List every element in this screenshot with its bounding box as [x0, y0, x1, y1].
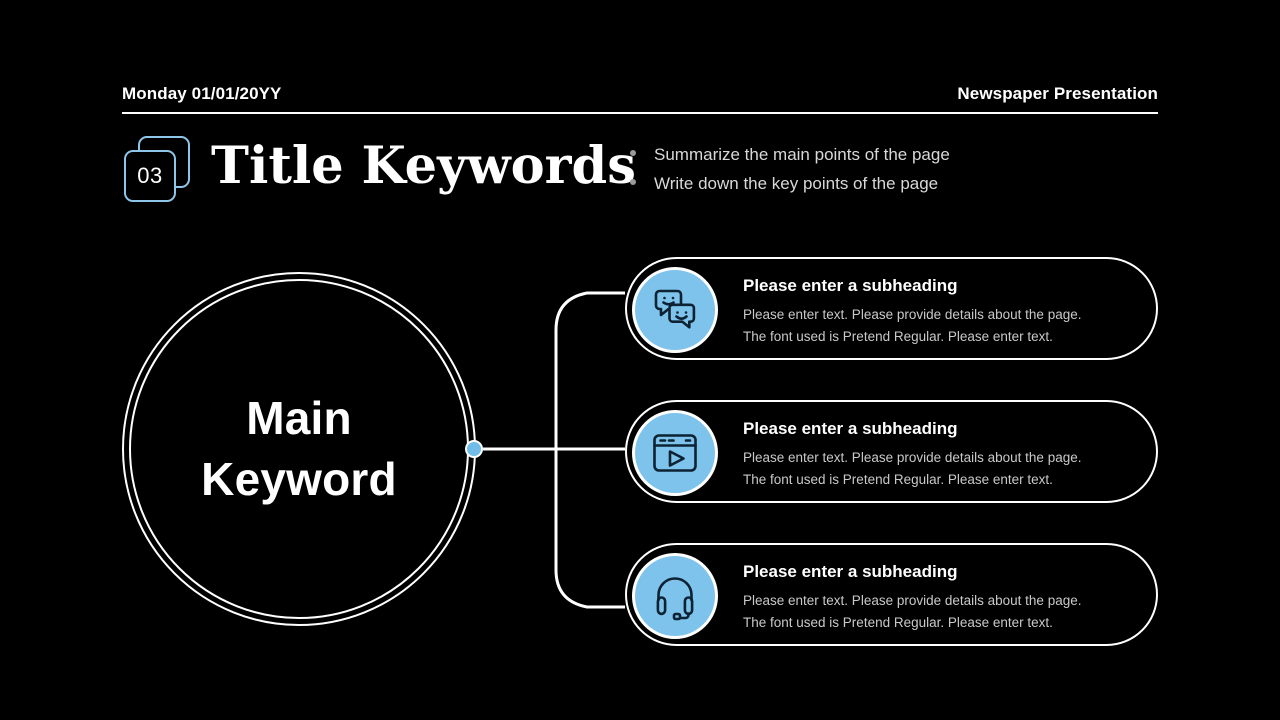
main-keyword-circle: Main Keyword — [122, 272, 476, 626]
diagram-card[interactable]: Please enter a subheading Please enter t… — [625, 400, 1158, 503]
card-body-line-1: Please enter text. Please provide detail… — [743, 450, 1082, 466]
card-subheading: Please enter a subheading — [743, 276, 958, 295]
bullet-text: Write down the key points of the page — [654, 173, 939, 193]
connector-hub-dot — [465, 440, 483, 458]
list-item: Summarize the main points of the page — [630, 145, 1150, 165]
bullet-dot-icon — [630, 178, 636, 185]
card-body-line-2: The font used is Pretend Regular. Please… — [743, 614, 1053, 630]
main-keyword-line-1: Main — [246, 392, 352, 445]
page-title: Title Keywords — [211, 136, 636, 196]
card-body-line-2: The font used is Pretend Regular. Please… — [743, 328, 1053, 344]
header-presentation-title: Newspaper Presentation — [957, 84, 1158, 103]
header-date: Monday 01/01/20YY — [122, 84, 282, 103]
badge-front-square: 03 — [124, 150, 176, 202]
card-body-line-2: The font used is Pretend Regular. Please… — [743, 471, 1053, 487]
badge-number-label: 03 — [137, 163, 163, 188]
card-text-block: Please enter a subheading Please enter t… — [743, 419, 1126, 491]
main-keyword-line-2: Keyword — [201, 453, 397, 505]
slide-header: Monday 01/01/20YY Newspaper Presentation — [122, 84, 1158, 114]
main-keyword-label: Main Keyword — [122, 272, 476, 626]
bullet-text: Summarize the main points of the page — [654, 145, 950, 164]
chat-bubbles-icon — [632, 267, 718, 353]
diagram-card[interactable]: Please enter a subheading Please enter t… — [625, 543, 1158, 646]
video-player-window-icon — [632, 410, 718, 496]
card-subheading: Please enter a subheading — [743, 562, 958, 581]
card-body-line-1: Please enter text. Please provide detail… — [743, 307, 1082, 323]
card-text-block: Please enter a subheading Please enter t… — [743, 276, 1126, 348]
section-number-badge: 03 — [121, 133, 195, 207]
card-text-block: Please enter a subheading Please enter t… — [743, 562, 1126, 634]
bullet-dot-icon — [630, 150, 636, 156]
title-bullet-list: Summarize the main points of the page Wr… — [630, 145, 1150, 202]
card-subheading: Please enter a subheading — [743, 419, 958, 438]
headset-icon — [632, 553, 718, 639]
diagram-card[interactable]: Please enter a subheading Please enter t… — [625, 257, 1158, 360]
header-divider — [122, 112, 1158, 114]
list-item: Write down the key points of the page — [630, 174, 1150, 194]
card-body-line-1: Please enter text. Please provide detail… — [743, 593, 1082, 609]
